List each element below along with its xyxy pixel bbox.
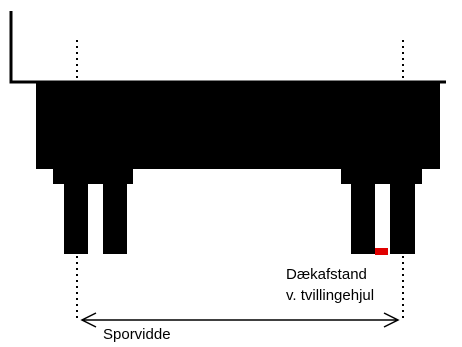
frame-outline (9, 11, 446, 84)
left-inner-tyre (103, 182, 127, 254)
right-outer-tyre (390, 182, 415, 254)
axle-body (36, 83, 440, 169)
right-inner-tyre (351, 182, 375, 254)
track-width-arrow-right (383, 312, 400, 328)
track-width-arrow-left (80, 312, 97, 328)
track-width-label: Sporvidde (103, 326, 171, 343)
tyre-spacing-label: Dækafstand (286, 266, 367, 283)
left-outer-tyre (64, 182, 88, 254)
tyre-spacing-marker (375, 248, 388, 255)
right-wheel-hub (341, 165, 422, 184)
left-wheel-hub (53, 165, 133, 184)
twin-wheel-label: v. tvillingehjul (286, 287, 375, 304)
